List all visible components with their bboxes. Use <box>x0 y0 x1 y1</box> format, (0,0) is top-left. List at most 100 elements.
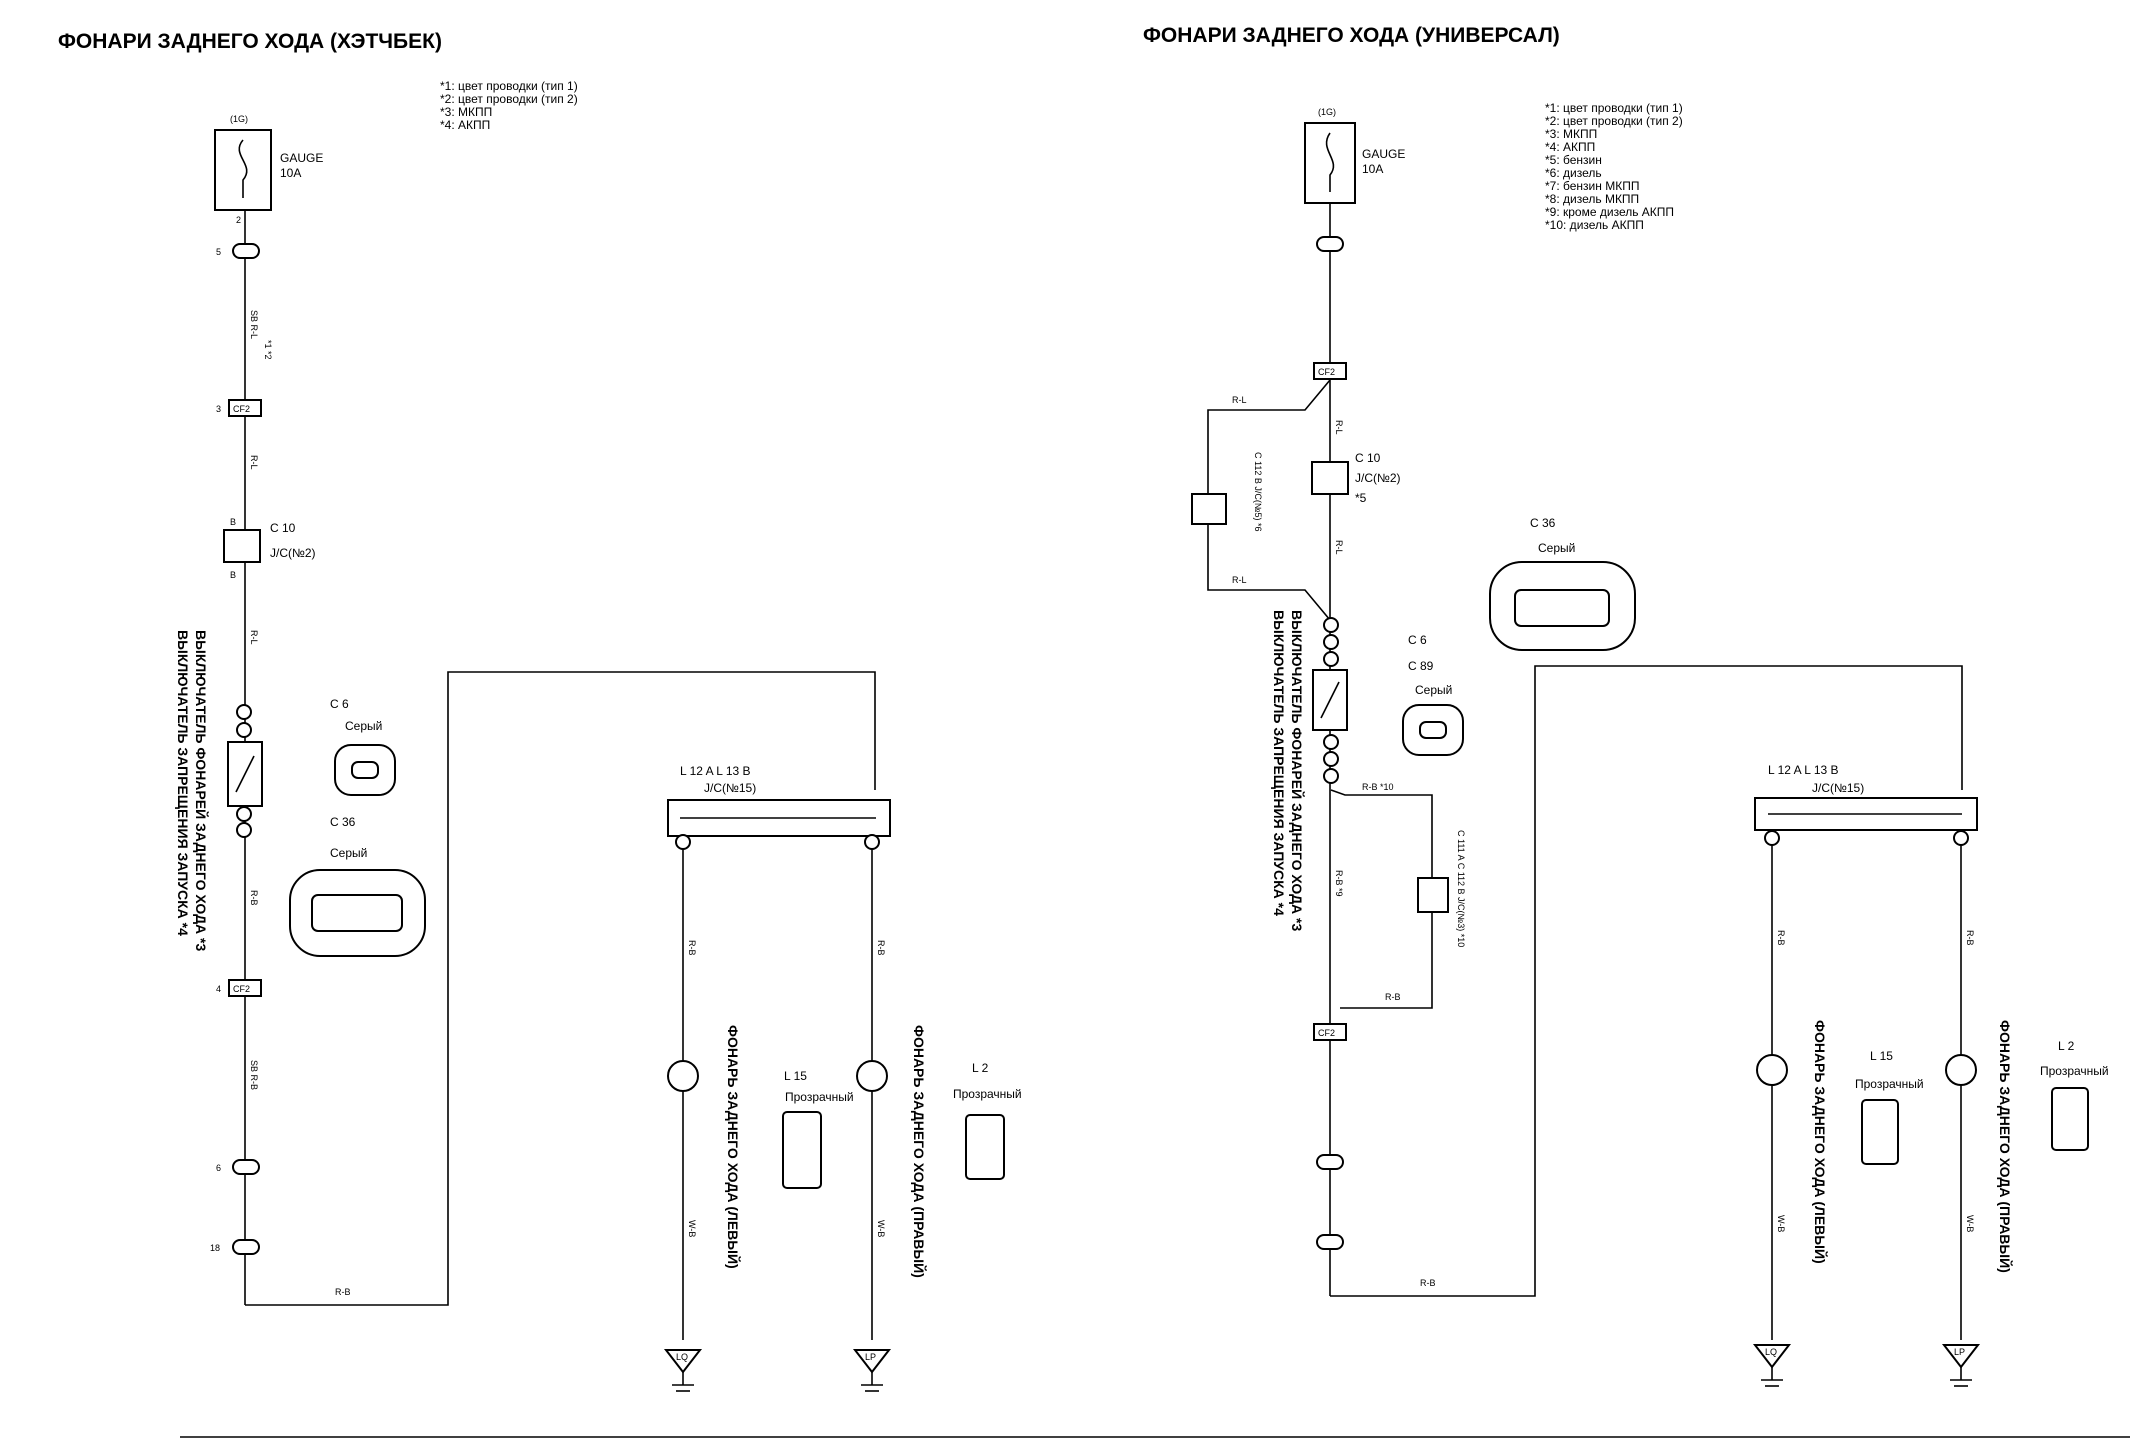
left-c6-connector-face <box>351 761 379 779</box>
left-ground-lq-icon <box>663 1349 703 1374</box>
right-switch-pin-a <box>1323 617 1339 633</box>
right-wire-label: R-B <box>1420 1278 1436 1288</box>
left-wire-label: *1 *2 <box>263 340 273 360</box>
right-c89-label: C 89 <box>1408 659 1434 673</box>
left-fuse-connector: (1G) <box>230 114 248 124</box>
right-jc2-code: C 10 <box>1355 451 1381 465</box>
left-switch-pin-c <box>236 806 252 822</box>
right-c36-label: C 36 <box>1530 516 1556 530</box>
right-cf2-lower <box>1313 1023 1347 1041</box>
left-lamp-left-icon <box>667 1060 699 1092</box>
left-jc2-name: J/C(№2) <box>270 546 316 560</box>
left-wire-label: R-B <box>687 940 697 956</box>
right-lamp-left-label: ФОНАРЬ ЗАДНЕГО ХОДА (ЛЕВЫЙ) <box>1812 1020 1829 1264</box>
right-ground-lp-label: LP <box>1954 1347 1965 1357</box>
right-jc3-box <box>1417 877 1449 913</box>
left-connector-6 <box>232 1159 260 1175</box>
right-l2-label: L 2 <box>2058 1039 2075 1053</box>
left-l2-label: L 2 <box>972 1061 989 1075</box>
left-jc15-name: J/C(№15) <box>704 781 756 795</box>
right-wire-label: R-L <box>1334 420 1344 435</box>
left-pin-label: 4 <box>216 984 221 994</box>
right-note-5: *5: бензин <box>1545 153 1602 167</box>
left-note-3: *3: МКПП <box>440 105 492 119</box>
right-c6-connector-face <box>1419 721 1447 739</box>
left-pin-label: 6 <box>216 1163 221 1173</box>
right-return-wire <box>1330 665 1963 1297</box>
left-cf2-label: CF2 <box>233 404 250 414</box>
right-notes: *1: цвет проводки (тип 1) *2: цвет прово… <box>1545 101 1683 232</box>
right-wire-label: R-L <box>1232 395 1247 405</box>
right-connector-5 <box>1316 236 1344 252</box>
right-jc15-pin-a <box>1764 830 1780 846</box>
left-switch-pin-a <box>236 704 252 720</box>
left-wire-label: R-B <box>335 1287 351 1297</box>
right-switch-title2: ВЫКЛЮЧАТЕЛЬ ЗАПРЕЩЕНИЯ ЗАПУСКА *4 <box>1271 610 1287 916</box>
left-jc2-code: C 10 <box>270 521 296 535</box>
right-l2-color: Прозрачный <box>2040 1064 2109 1078</box>
left-l2-connector-icon <box>965 1114 1005 1180</box>
right-junction-no2 <box>1311 461 1349 495</box>
left-connector-1g-5 <box>232 243 260 259</box>
right-jc15-pin-b <box>1953 830 1969 846</box>
right-c6-color: Серый <box>1415 683 1452 697</box>
left-c36-connector-face <box>311 894 403 932</box>
right-note-2: *2: цвет проводки (тип 2) <box>1545 114 1683 128</box>
right-wire-label: R-B <box>1965 930 1975 946</box>
right-wire-label: R-L <box>1334 540 1344 555</box>
left-wire-label: SB R-B <box>249 1060 259 1090</box>
left-c36-label: C 36 <box>330 815 356 829</box>
left-wire-label: R-B <box>876 940 886 956</box>
left-pin-label: B <box>230 517 236 527</box>
left-note-2: *2: цвет проводки (тип 2) <box>440 92 578 106</box>
right-cf2-upper <box>1313 362 1347 380</box>
right-note-4: *4: АКПП <box>1545 140 1595 154</box>
left-c6-color: Серый <box>345 719 382 733</box>
right-switch-contact <box>1320 681 1340 719</box>
right-note-6: *6: дизель <box>1545 166 1602 180</box>
left-note-1: *1: цвет проводки (тип 1) <box>440 79 578 93</box>
right-cf2-label: CF2 <box>1318 367 1335 377</box>
right-switch-pin-c <box>1323 651 1339 667</box>
left-cf2-label: CF2 <box>233 984 250 994</box>
right-fuse-element <box>1325 132 1335 192</box>
left-lamp-right-icon <box>856 1060 888 1092</box>
right-switch-title: ВЫКЛЮЧАТЕЛЬ ФОНАРЕЙ ЗАДНЕГО ХОДА *3 <box>1289 610 1306 931</box>
left-l15-color: Прозрачный <box>785 1090 854 1104</box>
right-wire-label: R-B *9 <box>1334 870 1344 897</box>
left-switch-body <box>227 741 263 807</box>
left-fuse-name: GAUGE <box>280 151 323 165</box>
right-l2-connector-icon <box>2051 1087 2089 1151</box>
right-c6-label: C 6 <box>1408 633 1427 647</box>
left-switch-pin-b <box>236 722 252 738</box>
left-pin-label: B <box>230 570 236 580</box>
right-note-8: *8: дизель МКПП <box>1545 192 1639 206</box>
left-lamp-right-label: ФОНАРЬ ЗАДНЕГО ХОДА (ПРАВЫЙ) <box>911 1025 928 1278</box>
left-ground-lp-icon <box>852 1349 892 1374</box>
right-wire-label: W-B <box>1776 1215 1786 1232</box>
left-pin-label: 18 <box>210 1243 220 1253</box>
left-junction-no2 <box>223 529 261 563</box>
left-cf2-lower <box>228 979 262 997</box>
right-jc5-box <box>1191 493 1227 525</box>
right-jc3-branch-wire <box>1330 789 1433 1009</box>
right-jc15-header: L 12 A L 13 B <box>1768 763 1839 777</box>
left-wire-label: W-B <box>876 1220 886 1237</box>
right-wire-label: W-B <box>1965 1215 1975 1232</box>
left-jc15-pin-a <box>864 834 880 850</box>
right-note-1: *1: цвет проводки (тип 1) <box>1545 101 1683 115</box>
right-ground-lq-label: LQ <box>1765 1347 1777 1357</box>
right-ground-lp-icon <box>1941 1344 1981 1369</box>
left-wire-label: SB R-L <box>249 310 259 339</box>
right-connector-18 <box>1316 1234 1344 1250</box>
right-jc5-label: C 112 B J/C(№5) *6 <box>1253 452 1263 532</box>
right-wire-label: R-B *10 <box>1362 782 1394 792</box>
right-fuse-rating: 10A <box>1362 162 1383 176</box>
left-ground-lq-label: LQ <box>676 1352 688 1362</box>
right-jc15-name: J/C(№15) <box>1812 781 1864 795</box>
left-fuse-element <box>238 139 248 198</box>
right-lamp-right-icon <box>1945 1054 1977 1086</box>
left-c36-color: Серый <box>330 846 367 860</box>
right-title: ФОНАРИ ЗАДНЕГО ХОДА (УНИВЕРСАЛ) <box>1143 24 1560 47</box>
